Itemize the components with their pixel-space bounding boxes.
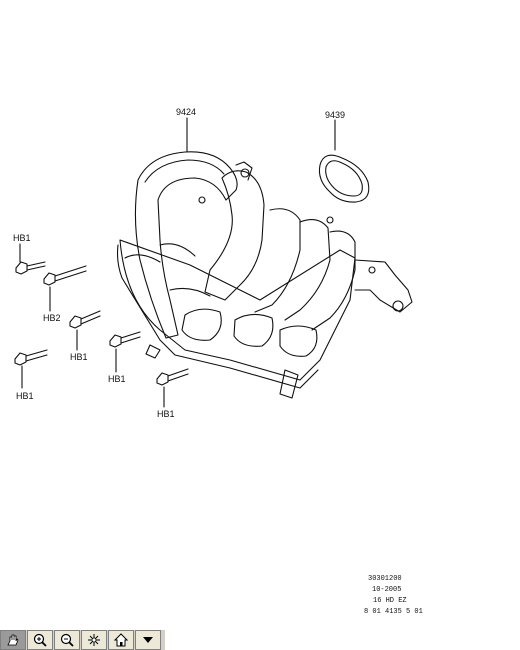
ref-line-1: 30301200 [368,575,402,583]
ref-line-2: 10-2005 [372,586,402,594]
viewer-toolbar [0,630,165,650]
ref-line-3: 16 HD EZ [373,597,407,605]
intake-manifold-9424 [116,151,413,399]
bolt-hb1-center [109,331,141,373]
part-label-manifold: 9424 [176,107,197,117]
part-label-bolt-e: HB1 [16,391,34,401]
bolt-hb1-top-left [15,243,46,275]
pan-button[interactable] [0,630,26,650]
bolt-hb1-middle [69,310,101,351]
fit-sparkle-icon [88,634,100,646]
part-label-gasket: 9439 [325,110,346,120]
ref-line-4: 8 01 4135 5 01 [364,608,423,616]
zoom-out-icon [60,633,74,647]
part-label-bolt-b: HB2 [43,313,61,323]
part-label-bolt-c: HB1 [70,352,88,362]
bolt-hb1-bottom-left [14,349,48,389]
part-label-bolt-d: HB1 [108,374,126,384]
zoom-out-button[interactable] [54,630,80,650]
part-label-bolt-a: HB1 [13,233,31,243]
gasket-9439 [318,154,370,203]
home-button[interactable] [108,630,134,650]
dropdown-arrow-icon [143,637,153,643]
fit-view-button[interactable] [81,630,107,650]
part-label-bolt-f: HB1 [157,409,175,419]
home-icon [113,633,129,647]
bolt-hb1-bottom [156,368,189,408]
pan-hand-icon [7,634,19,646]
bolt-hb2 [43,265,87,312]
zoom-in-button[interactable] [27,630,53,650]
dropdown-button[interactable] [135,630,161,650]
zoom-in-icon [33,633,47,647]
